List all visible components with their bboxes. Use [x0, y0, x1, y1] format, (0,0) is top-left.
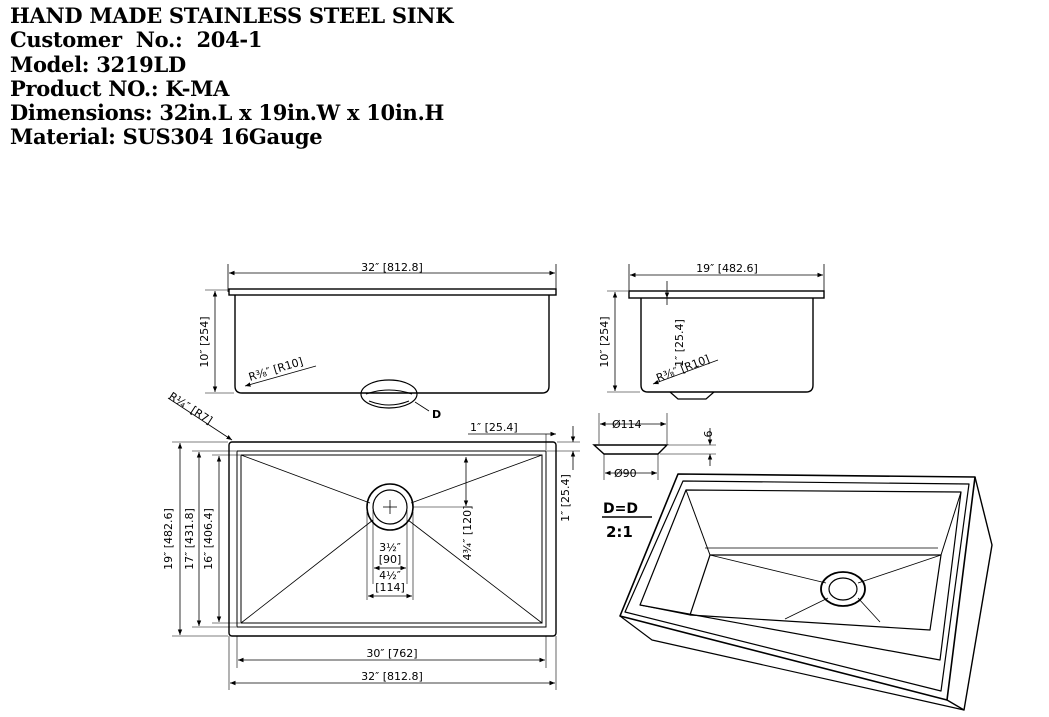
drain-offset-label: 4¾″ [120] [461, 506, 474, 561]
inner-length-label: 30″ [762] [366, 647, 417, 660]
detail-section-label: D=D [603, 501, 638, 517]
side-flange [628, 290, 825, 299]
iso-bowl-floor [689, 554, 942, 631]
material-spec: Material: SUS304 16Gauge [10, 124, 323, 150]
detail-d: Ø114 Ø90 6 D=D 2:1 [592, 413, 716, 541]
isometric-sink-view [619, 473, 993, 711]
model-number: Model: 3219LD [10, 51, 186, 77]
top-bowl-inner [240, 454, 543, 624]
iso-drain-outer [820, 571, 866, 607]
detail-inner-dia-label: Ø90 [614, 467, 637, 480]
iso-bowl-rim [639, 489, 962, 661]
top-bowl-outer [236, 450, 547, 628]
iso-flange-inner [624, 480, 970, 692]
iso-drain-inner [828, 577, 858, 601]
drain-inner-mm-label: [90] [379, 553, 402, 566]
side-width-label: 19″ [482.6] [696, 262, 758, 275]
side-drain [669, 391, 715, 400]
detail-scale-label: 2:1 [606, 523, 633, 541]
product-number: Product NO.: K-MA [10, 75, 230, 101]
detail-depth-label: 6 [702, 431, 715, 438]
side-flange-label: 1″ [25.4] [673, 319, 686, 367]
detail-drain-profile [592, 444, 669, 455]
dimensions-spec: Dimensions: 32in.L x 19in.W x 10in.H [10, 100, 445, 126]
right-flange-dim-label: 1″ [25.4] [559, 474, 572, 522]
top-flange-outline [228, 441, 557, 637]
title: HAND MADE STAINLESS STEEL SINK [10, 3, 454, 28]
front-radius-label: R⅜″ [R10] [247, 355, 304, 384]
side-height-label: 10″ [254] [598, 316, 611, 367]
drain-inner-dim-label: 3½″ [379, 541, 401, 554]
top-flange-dim-label: 1″ [25.4] [470, 421, 518, 434]
overall-length-label: 32″ [812.8] [361, 670, 423, 683]
top-width-17-label: 17″ [431.8] [183, 508, 196, 570]
front-height-label: 10″ [254] [198, 316, 211, 367]
top-view: R¼″ [R7] 19″ [482.6] 17″ [431.8] 16″ [40… [162, 390, 580, 690]
front-length-label: 32″ [812.8] [361, 261, 423, 274]
detail-marker-d: D [432, 408, 441, 421]
front-view: 32″ [812.8] 10″ [254] R⅜″ [R10] D [198, 261, 557, 421]
front-bowl-outline [234, 295, 550, 394]
side-view: 19″ [482.6] 10″ [254] 1″ [25.4] R⅜″ [R10… [598, 262, 825, 400]
header: HAND MADE STAINLESS STEEL SINK Customer … [10, 3, 454, 150]
corner-radius-label: R¼″ [R7] [166, 390, 214, 428]
drain-section-ellipse [360, 379, 418, 409]
front-flange [228, 288, 557, 296]
side-bowl-outline [640, 298, 814, 393]
customer-number: Customer No.: 204-1 [10, 27, 263, 53]
top-width-16-label: 16″ [406.4] [202, 508, 215, 570]
drain-inner-ring [372, 489, 408, 525]
top-width-19-label: 19″ [482.6] [162, 508, 175, 570]
drain-outer-mm-label: [114] [375, 581, 405, 594]
drain-outer-dim-label: 4½″ [379, 569, 401, 582]
detail-outer-dia-label: Ø114 [612, 418, 642, 431]
iso-flange-outer [619, 473, 976, 701]
